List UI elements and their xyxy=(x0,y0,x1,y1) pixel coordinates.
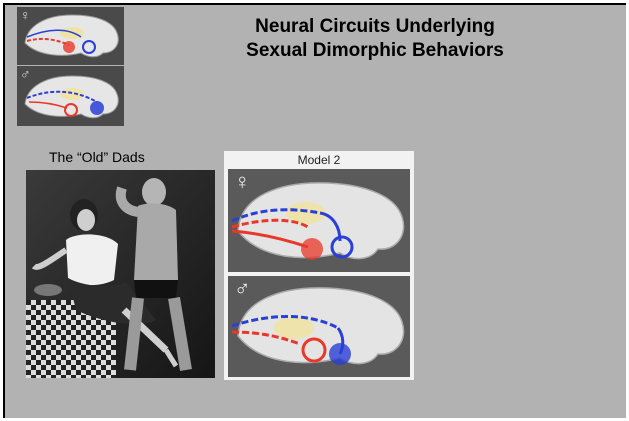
female-model-panel: ♀ xyxy=(228,169,410,272)
male-brain-diagram xyxy=(17,66,124,126)
slide: ♀ ♂ Neural Circuits Underlying Sexual Di… xyxy=(3,3,626,418)
male-model-panel: ♂ xyxy=(228,276,410,377)
male-brain-thumbnail: ♂ xyxy=(17,66,124,126)
male-circuit-diagram xyxy=(228,276,410,377)
old-dads-photo xyxy=(26,170,215,378)
photo-illustration xyxy=(26,170,215,378)
slide-title: Neural Circuits Underlying Sexual Dimorp… xyxy=(135,15,615,63)
female-brain-diagram xyxy=(17,7,124,65)
female-symbol-icon: ♀ xyxy=(234,169,251,195)
model-title: Model 2 xyxy=(224,153,414,167)
title-line-2: Sexual Dimorphic Behaviors xyxy=(135,39,615,63)
female-symbol-icon: ♀ xyxy=(20,7,31,23)
title-line-1: Neural Circuits Underlying xyxy=(135,15,615,39)
female-brain-thumbnail: ♀ xyxy=(17,7,124,65)
photo-caption: The “Old” Dads xyxy=(49,149,145,165)
male-symbol-icon: ♂ xyxy=(234,276,251,302)
female-circuit-diagram xyxy=(228,169,410,272)
male-symbol-icon: ♂ xyxy=(20,66,31,82)
model-2-figure: Model 2 ♀ xyxy=(224,151,414,380)
